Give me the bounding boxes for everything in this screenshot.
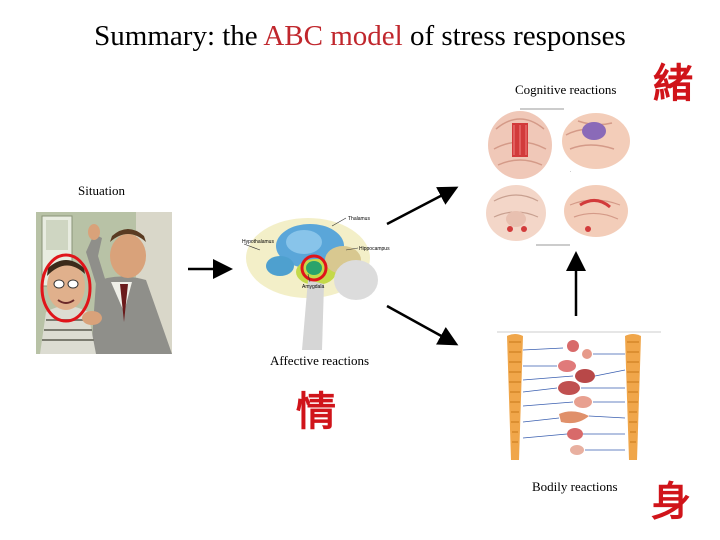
bodily-nervous-system-image [497, 330, 661, 466]
affective-label: Affective reactions [270, 353, 370, 368]
amygdala-label: Amygdala [302, 284, 324, 290]
page-title: Summary: the ABC model of stress respons… [0, 20, 720, 53]
bodily-kanji: 身 [651, 479, 691, 524]
svg-text:·: · [570, 169, 571, 174]
bodily-label: Bodily reactions [532, 479, 618, 494]
thalamus-label: Thalamus [348, 216, 370, 222]
situation-label: Situation [78, 183, 125, 198]
cognitive-brain-image: · [484, 105, 632, 247]
situation-photo [36, 212, 172, 354]
hypothalamus-label: Hypothalamus [242, 239, 274, 245]
cognitive-label: Cognitive reactions [515, 82, 617, 97]
hippocampus-label: Hippocampus [359, 246, 390, 252]
cognitive-kanji: 緒 [653, 61, 693, 106]
arrow-affective-to-bodily [386, 304, 459, 346]
title-highlight: ABC model [263, 20, 403, 52]
title-prefix: Summary: the [94, 20, 264, 52]
arrow-affective-to-cognitive [386, 186, 459, 226]
title-suffix: of stress responses [402, 20, 626, 52]
affective-kanji: 情 [296, 389, 336, 434]
limbic-brain-image: Thalamus Hypothalamus Hippocampus Amygda… [242, 216, 390, 350]
